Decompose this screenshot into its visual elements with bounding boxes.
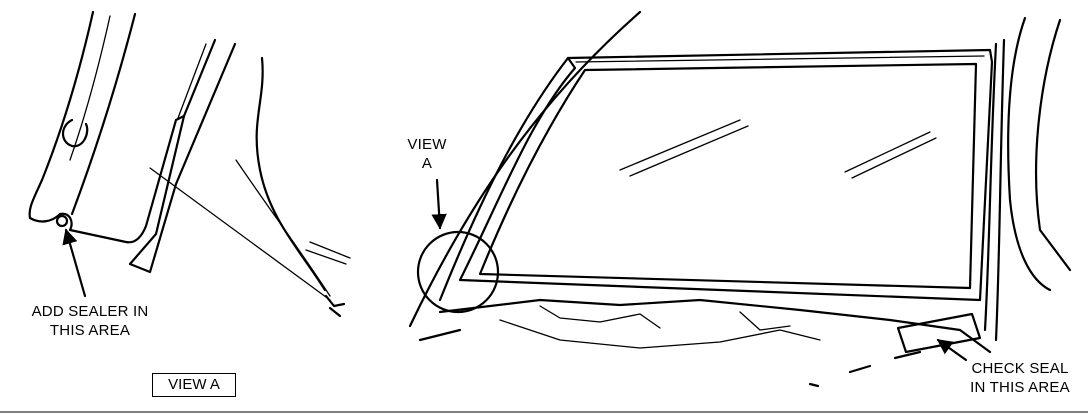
sealer-point [55,214,69,228]
a-pillar-outer [438,56,570,302]
windshield-frame-outer [458,48,994,302]
pillar-outer-edge [28,10,95,220]
pillar-channel-line [69,15,111,161]
projection-end-marks [324,294,346,318]
body-contour [255,56,327,292]
add-sealer-line-2: THIS AREA [49,322,131,339]
lower-body-line [418,328,922,388]
add-sealer-label: ADD SEALER IN THIS AREA [20,302,160,340]
check-seal-label: CHECK SEAL IN THIS AREA [955,359,1085,397]
roof-outline [408,10,642,328]
right-pillar [983,38,1006,342]
view-callout-line-2: A [421,155,433,172]
glass-glare-2 [844,131,937,179]
view-callout-line-1: VIEW [407,136,447,153]
pillar-bottom-flange [28,114,186,244]
windshield-main-view [408,10,1072,388]
cowl-panel [438,298,992,354]
cowl-detail [499,305,821,349]
cowl-hint [305,241,351,265]
view-a-title-box: VIEW A [152,373,236,397]
view-a-detail-drawing [28,10,351,318]
check-seal-arrow [936,338,968,362]
check-seal-line-2: IN THIS AREA [970,379,1070,396]
glass-edge-inner [177,43,207,119]
glass-glare-1 [619,119,749,177]
sealer-arrow [62,228,87,298]
windshield-glass [478,62,978,290]
projection-line-2 [235,159,331,297]
view-a-callout-label: VIEW A [405,135,449,173]
check-seal-line-1: CHECK SEAL [971,360,1069,377]
pillar-inner-edge [70,12,137,216]
frame-inner-line [575,55,985,63]
projection-line-1 [149,167,331,301]
glass-edge-outer [128,38,237,274]
door-edge [1007,16,1072,292]
view-a-callout-circle [416,230,500,314]
add-sealer-line-1: ADD SEALER IN [31,303,149,320]
pillar-bulge [61,118,89,148]
view-a-callout-arrow [431,178,447,230]
seal-strip [896,312,982,354]
